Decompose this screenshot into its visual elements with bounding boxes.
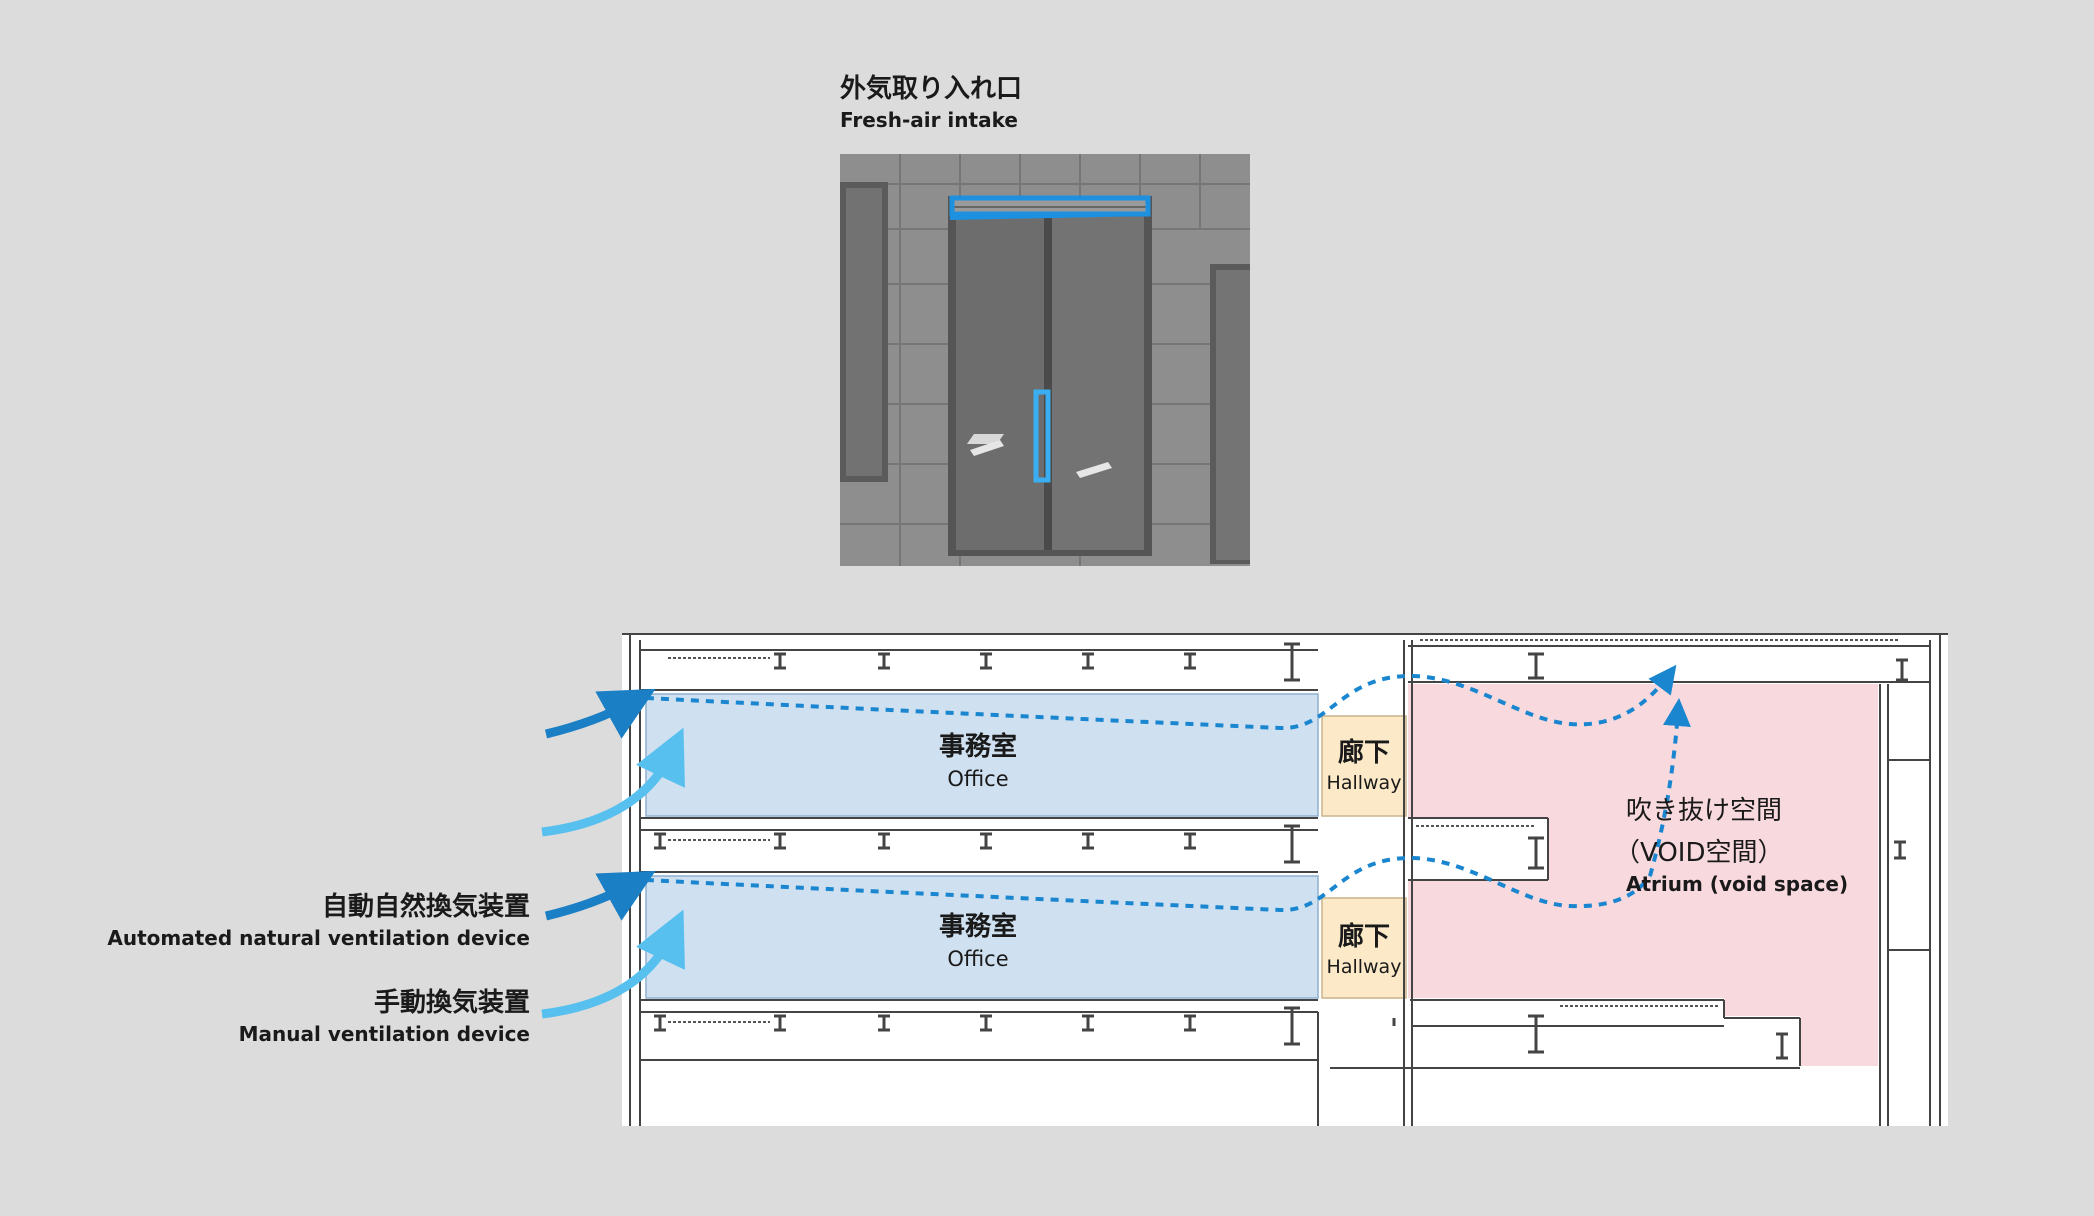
hallway-label-upper-jp: 廊下 (1337, 738, 1390, 768)
legend-manual-en: Manual ventilation device (238, 1022, 530, 1046)
office-label-upper-en: Office (947, 767, 1009, 791)
hallway-zone-lower (1321, 897, 1407, 999)
hallway-zone-upper (1321, 715, 1407, 817)
auto-vent-arrow-upper (544, 688, 656, 739)
hallway-label-upper-en: Hallway (1326, 772, 1402, 794)
atrium-label-jp-2: （VOID空間） (1614, 838, 1784, 868)
legend-manual-jp: 手動換気装置 (373, 988, 530, 1018)
manual-vent-arrow-lower (541, 909, 685, 1019)
hallway-label-lower-jp: 廊下 (1337, 922, 1390, 952)
intake-title-en: Fresh-air intake (840, 108, 1018, 132)
auto-vent-arrow-lower (544, 870, 656, 921)
intake-title-jp: 外気取り入れ口 (840, 74, 1023, 104)
manual-handle-highlight (1033, 389, 1051, 483)
office-label-lower-en: Office (947, 947, 1009, 971)
atrium-zone (1408, 684, 1878, 1066)
atrium-label-en: Atrium (void space) (1626, 872, 1849, 896)
manual-vent-arrow-upper (541, 727, 685, 837)
airflow-path-lower (645, 855, 1652, 913)
legend-auto-jp: 自動自然換気装置 (321, 892, 530, 922)
facade-window-image (840, 154, 1250, 566)
atrium-label-jp-1: 吹き抜け空間 (1626, 796, 1783, 826)
office-label-upper-jp: 事務室 (938, 732, 1017, 762)
hallway-label-lower-en: Hallway (1326, 956, 1402, 978)
legend-auto-en: Automated natural ventilation device (107, 926, 530, 950)
airflow-rise (1648, 698, 1691, 877)
office-label-lower-jp: 事務室 (938, 912, 1017, 942)
airflow-path-upper (645, 664, 1677, 731)
